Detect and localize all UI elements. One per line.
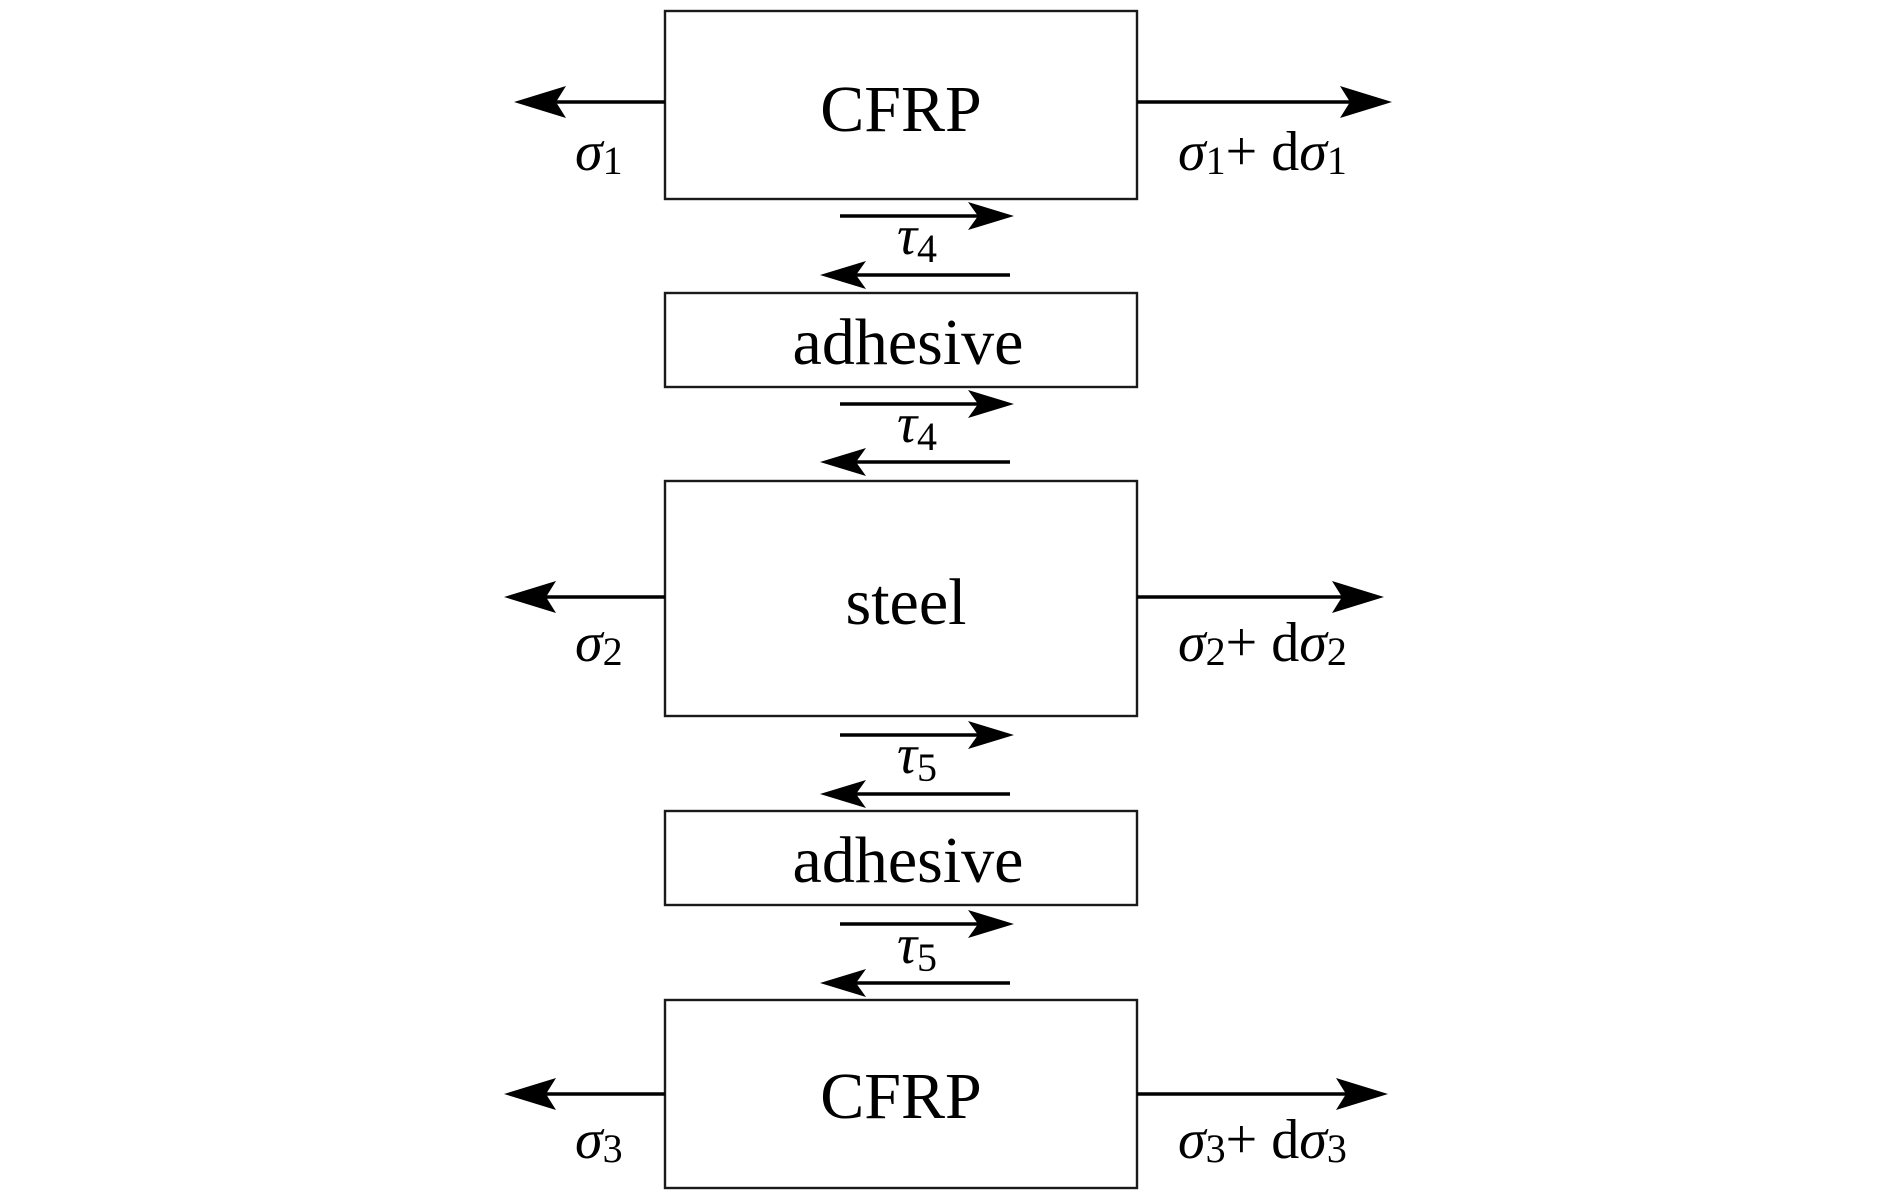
stress-left-label-3: σ3 (575, 1109, 623, 1171)
cfrp-bottom-label: CFRP (820, 1060, 981, 1133)
shear-label-4: τ5 (897, 914, 937, 980)
stress-right-arrow-1 (1137, 86, 1392, 118)
stress-left-arrow-3 (504, 1078, 665, 1110)
shear-forward-arrow-2 (840, 390, 1014, 418)
shear-label-1: τ4 (897, 205, 937, 271)
shear-forward-arrow-4 (840, 910, 1014, 938)
stress-right-arrow-2 (1137, 581, 1384, 613)
adhesive-top-box (663, 291, 1139, 389)
shear-forward-arrow-1 (840, 202, 1014, 230)
steel-label: steel (846, 566, 967, 639)
stress-left-arrow-1 (514, 86, 665, 118)
shear-label-2: τ4 (897, 393, 937, 459)
stress-right-label-1: σ1+ dσ1 (1178, 121, 1347, 183)
adhesive-top-label: adhesive (793, 306, 1024, 379)
shear-backward-arrow-1 (820, 261, 1010, 289)
stress-right-label-2: σ2+ dσ2 (1178, 612, 1347, 674)
shear-forward-arrow-3 (840, 721, 1014, 749)
shear-label-3: τ5 (897, 724, 937, 790)
shear-backward-arrow-4 (820, 969, 1010, 997)
cfrp-bottom-box (663, 998, 1139, 1190)
adhesive-bottom-label: adhesive (793, 824, 1024, 897)
stress-left-label-1: σ1 (575, 121, 623, 183)
stress-right-arrow-3 (1137, 1078, 1388, 1110)
stress-left-arrow-2 (504, 581, 665, 613)
cfrp-top-label: CFRP (820, 73, 981, 146)
shear-backward-arrow-2 (820, 448, 1010, 476)
stress-left-label-2: σ2 (575, 612, 623, 674)
shear-backward-arrow-3 (820, 780, 1010, 808)
cfrp-top-box (663, 9, 1139, 201)
adhesive-bottom-box (663, 809, 1139, 907)
stress-right-label-3: σ3+ dσ3 (1178, 1109, 1347, 1171)
